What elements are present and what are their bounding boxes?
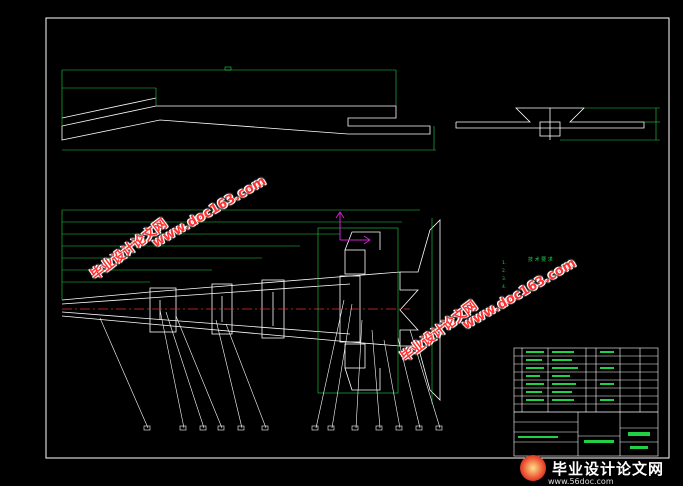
title-block [513,347,659,457]
end-view [455,107,645,140]
technical-note-line: 4. [502,285,507,290]
brand-logo-icon [520,455,546,481]
plan-view-dimensions [61,209,433,404]
end-view-dimensions [560,107,660,141]
side-view-dimensions [61,66,436,151]
title-block-fills [518,351,650,449]
technical-note-line: 3. [502,277,507,282]
side-view [61,97,431,141]
footer-url: www.56doc.com [548,477,614,486]
footer-brand-title: 毕业设计论文网 [552,459,665,478]
drawing-frame [45,17,670,459]
axis-marker [335,211,371,245]
part-balloons [143,425,443,431]
technical-note-line: 1. [502,261,507,266]
technical-notes: 1. 2. 3. 4. [502,260,506,292]
footer-brand: 毕业设计论文网 [520,454,680,482]
leader-lines [99,299,441,429]
technical-notes-title: 技 术 要 求 [528,257,553,263]
technical-note-line: 2. [502,269,507,274]
